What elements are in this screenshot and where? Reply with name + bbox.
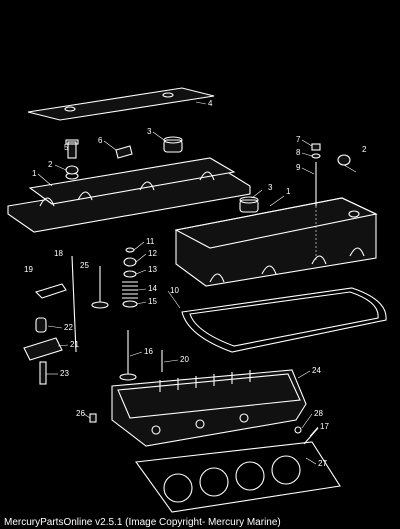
leader-lines (37, 101, 319, 465)
callout-22: 22 (64, 323, 73, 332)
callout-28: 28 (314, 409, 323, 418)
callout-8: 8 (296, 148, 301, 157)
part-head-gasket[interactable] (135, 441, 341, 513)
part-cylinder-head[interactable] (111, 369, 307, 447)
callout-25: 25 (80, 261, 89, 270)
part-valve[interactable] (91, 266, 109, 309)
callout-20: 20 (180, 355, 189, 364)
copyright-footer: MercuryPartsOnline v2.5.1 (Image Copyrig… (4, 517, 281, 528)
callout-18: 18 (54, 249, 63, 258)
callout-3: 3 (147, 127, 152, 136)
callout-5: 5 (64, 143, 69, 152)
part-breather[interactable] (65, 139, 79, 159)
callout-11: 11 (146, 237, 155, 246)
part-rocker-assembly[interactable] (23, 317, 63, 385)
callout-9: 9 (296, 163, 301, 172)
callout-23: 23 (60, 369, 69, 378)
part-valve-cover-gasket[interactable] (181, 287, 387, 353)
part-valve-cover-right[interactable] (174, 197, 378, 287)
part-stud-washer-bolt[interactable] (311, 143, 321, 260)
callout-7: 7 (296, 135, 301, 144)
callout-2: 2 (48, 160, 53, 169)
callout-4: 4 (208, 99, 213, 108)
callout-10: 10 (170, 286, 179, 295)
part-valve-spring-stack[interactable] (122, 247, 138, 308)
part-exhaust-valve[interactable] (119, 330, 137, 381)
callout-6: 6 (98, 136, 103, 145)
callout-15: 15 (148, 297, 157, 306)
callout-12: 12 (148, 249, 157, 258)
part-head-bolt[interactable] (294, 426, 319, 445)
callout-labels: 4 5 2 1 6 3 7 8 9 2 3 1 18 11 12 25 19 1… (24, 99, 367, 468)
part-guide-plate[interactable] (34, 283, 67, 299)
callout-3b: 3 (268, 183, 273, 192)
callout-17: 17 (320, 422, 329, 431)
callout-19: 19 (24, 265, 33, 274)
callout-24: 24 (312, 366, 321, 375)
callout-14: 14 (148, 284, 157, 293)
callout-1: 1 (32, 169, 37, 178)
callout-1b: 1 (286, 187, 291, 196)
part-valve-cover-left[interactable] (7, 157, 251, 233)
callout-2b: 2 (362, 145, 367, 154)
part-pushrod[interactable] (71, 255, 77, 353)
callout-16: 16 (144, 347, 153, 356)
callout-26: 26 (76, 409, 85, 418)
callout-13: 13 (148, 265, 157, 274)
part-gasket-strip[interactable] (27, 87, 215, 121)
part-oil-filler-cap[interactable] (163, 136, 259, 213)
callout-21: 21 (70, 340, 79, 349)
part-plug[interactable] (89, 413, 97, 423)
part-bracket[interactable] (115, 145, 133, 159)
callout-27: 27 (318, 459, 327, 468)
